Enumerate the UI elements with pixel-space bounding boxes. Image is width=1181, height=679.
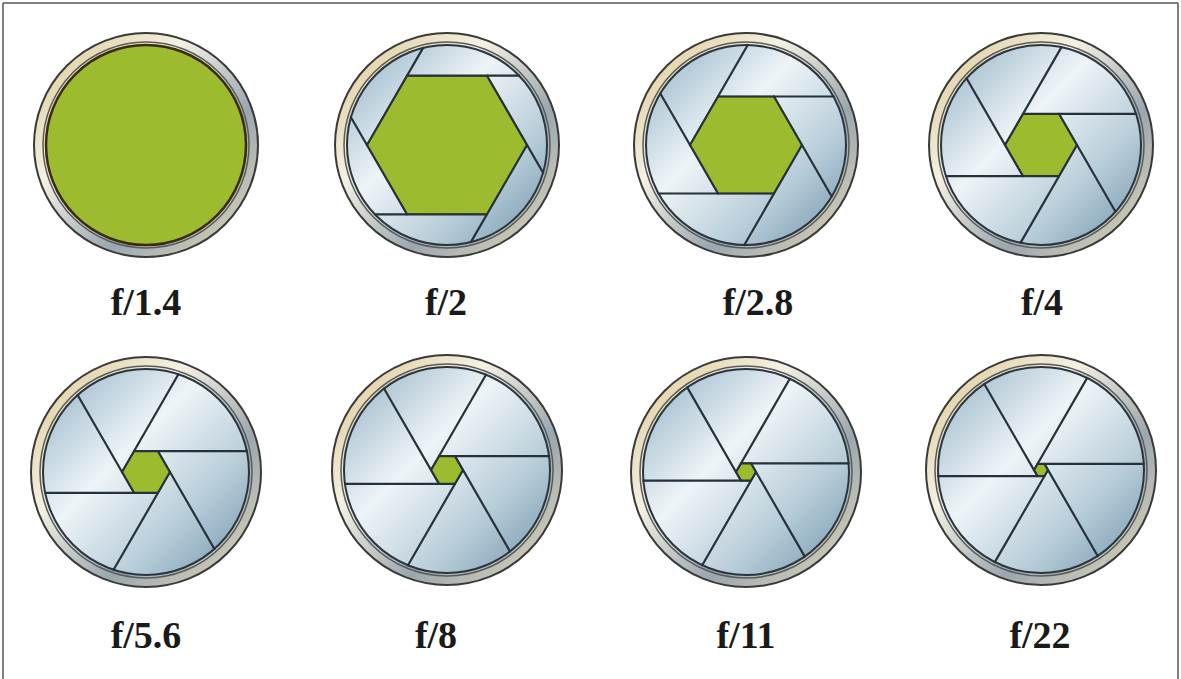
blade-edge [946, 175, 1059, 177]
lens-ring [926, 355, 1156, 585]
blade-edge [741, 462, 849, 464]
aperture-opening [46, 45, 246, 245]
blade-edge [471, 145, 527, 242]
blade-edge [114, 472, 170, 570]
frame-line [3, 2, 1178, 4]
blade-edge [690, 45, 748, 145]
lens-ring [31, 357, 261, 587]
f-number-label: f/2.8 [723, 282, 794, 324]
blade-edge [1023, 113, 1136, 115]
lens-ring-inner [40, 366, 252, 578]
frame-line [2, 3, 4, 679]
blade-edge [351, 117, 407, 214]
f-number-label: f/5.6 [111, 615, 182, 657]
lens-ring [34, 33, 258, 257]
lens-ring-inner [643, 42, 849, 248]
lens-ring [332, 355, 562, 585]
blade-edge [1045, 464, 1098, 556]
blade-edge [134, 450, 247, 452]
f-number-label: f/11 [716, 615, 775, 657]
lens-ring [335, 33, 559, 257]
aperture-blades [643, 369, 849, 575]
blade-edge [375, 213, 487, 215]
blade-edge [158, 451, 214, 549]
blade-edge [687, 387, 741, 480]
blade-edge [774, 97, 832, 197]
lens-ring-inner [938, 42, 1144, 248]
aperture-blades [344, 367, 550, 573]
blade-edge [1059, 114, 1116, 212]
blade-edge [751, 463, 805, 556]
aperture-blades [43, 369, 249, 575]
frame-line [1177, 3, 1179, 679]
blade-edge [718, 95, 834, 97]
blade-edge [1034, 378, 1087, 470]
aperture-opening [1005, 114, 1077, 176]
aperture-opening [367, 76, 527, 215]
lens-ring-inner [935, 364, 1147, 576]
lens-ring [631, 357, 861, 587]
blade-edge [659, 192, 775, 194]
blade-edge [995, 470, 1048, 562]
f-number-label: f/4 [1021, 282, 1063, 324]
blade-edge [1005, 47, 1062, 145]
lens-ring-inner [640, 366, 852, 578]
blade-edge [122, 374, 178, 472]
lens-ring-inner [43, 42, 249, 248]
lens-ring-inner [344, 42, 550, 248]
blade-edge [367, 48, 423, 145]
aperture-blades [646, 45, 846, 245]
blade-edge [938, 475, 1044, 477]
f-number-label: f/8 [415, 615, 457, 657]
f-number-label: f/2 [425, 282, 467, 324]
blade-edge [643, 480, 751, 482]
blade-edge [744, 145, 802, 245]
blade-edge [455, 456, 510, 551]
blade-edge [487, 76, 543, 173]
blade-edge [1021, 145, 1078, 243]
blade-edge [736, 379, 790, 472]
f-number-label: f/22 [1009, 615, 1070, 657]
blade-edge [78, 395, 134, 493]
blade-edge [1038, 463, 1144, 465]
blade-edge [407, 75, 519, 77]
aperture-blades [347, 45, 547, 245]
blade-edge [45, 492, 158, 494]
lens-ring [634, 33, 858, 257]
aperture-blades [938, 367, 1144, 573]
lens-ring [929, 33, 1153, 257]
blade-edge [660, 94, 718, 194]
blade-edge [984, 384, 1037, 476]
aperture-opening [690, 97, 802, 194]
aperture-blades [941, 45, 1141, 245]
blade-edge [702, 472, 756, 565]
f-number-label: f/1.4 [111, 282, 182, 324]
lens-ring-inner [341, 364, 553, 576]
